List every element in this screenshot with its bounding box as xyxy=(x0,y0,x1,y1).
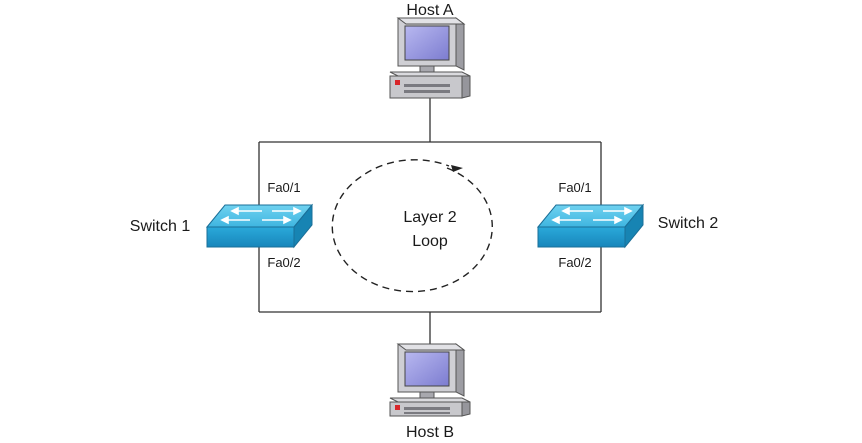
switch-1-port-top: Fa0/1 xyxy=(267,180,300,195)
host-b xyxy=(389,343,471,417)
network-switch-icon xyxy=(536,203,645,249)
switch-2-label: Switch 2 xyxy=(658,215,719,232)
circular-arrow-icon xyxy=(331,159,493,293)
switch-1 xyxy=(205,203,314,249)
loop-label-line1: Layer 2 xyxy=(403,209,456,226)
network-switch-icon xyxy=(205,203,314,249)
switch-1-port-bottom: Fa0/2 xyxy=(267,255,300,270)
host-a-label: Host A xyxy=(406,2,453,19)
loop-label-line2: Loop xyxy=(412,233,448,250)
host-b-label: Host B xyxy=(406,424,454,441)
computer-icon xyxy=(389,343,471,417)
host-a xyxy=(389,17,471,99)
loop-arrowhead xyxy=(451,165,463,172)
computer-icon xyxy=(389,17,471,99)
switch-2-port-bottom: Fa0/2 xyxy=(558,255,591,270)
switch-2 xyxy=(536,203,645,249)
switch-2-port-top: Fa0/1 xyxy=(558,180,591,195)
switch-1-label: Switch 1 xyxy=(130,218,191,235)
